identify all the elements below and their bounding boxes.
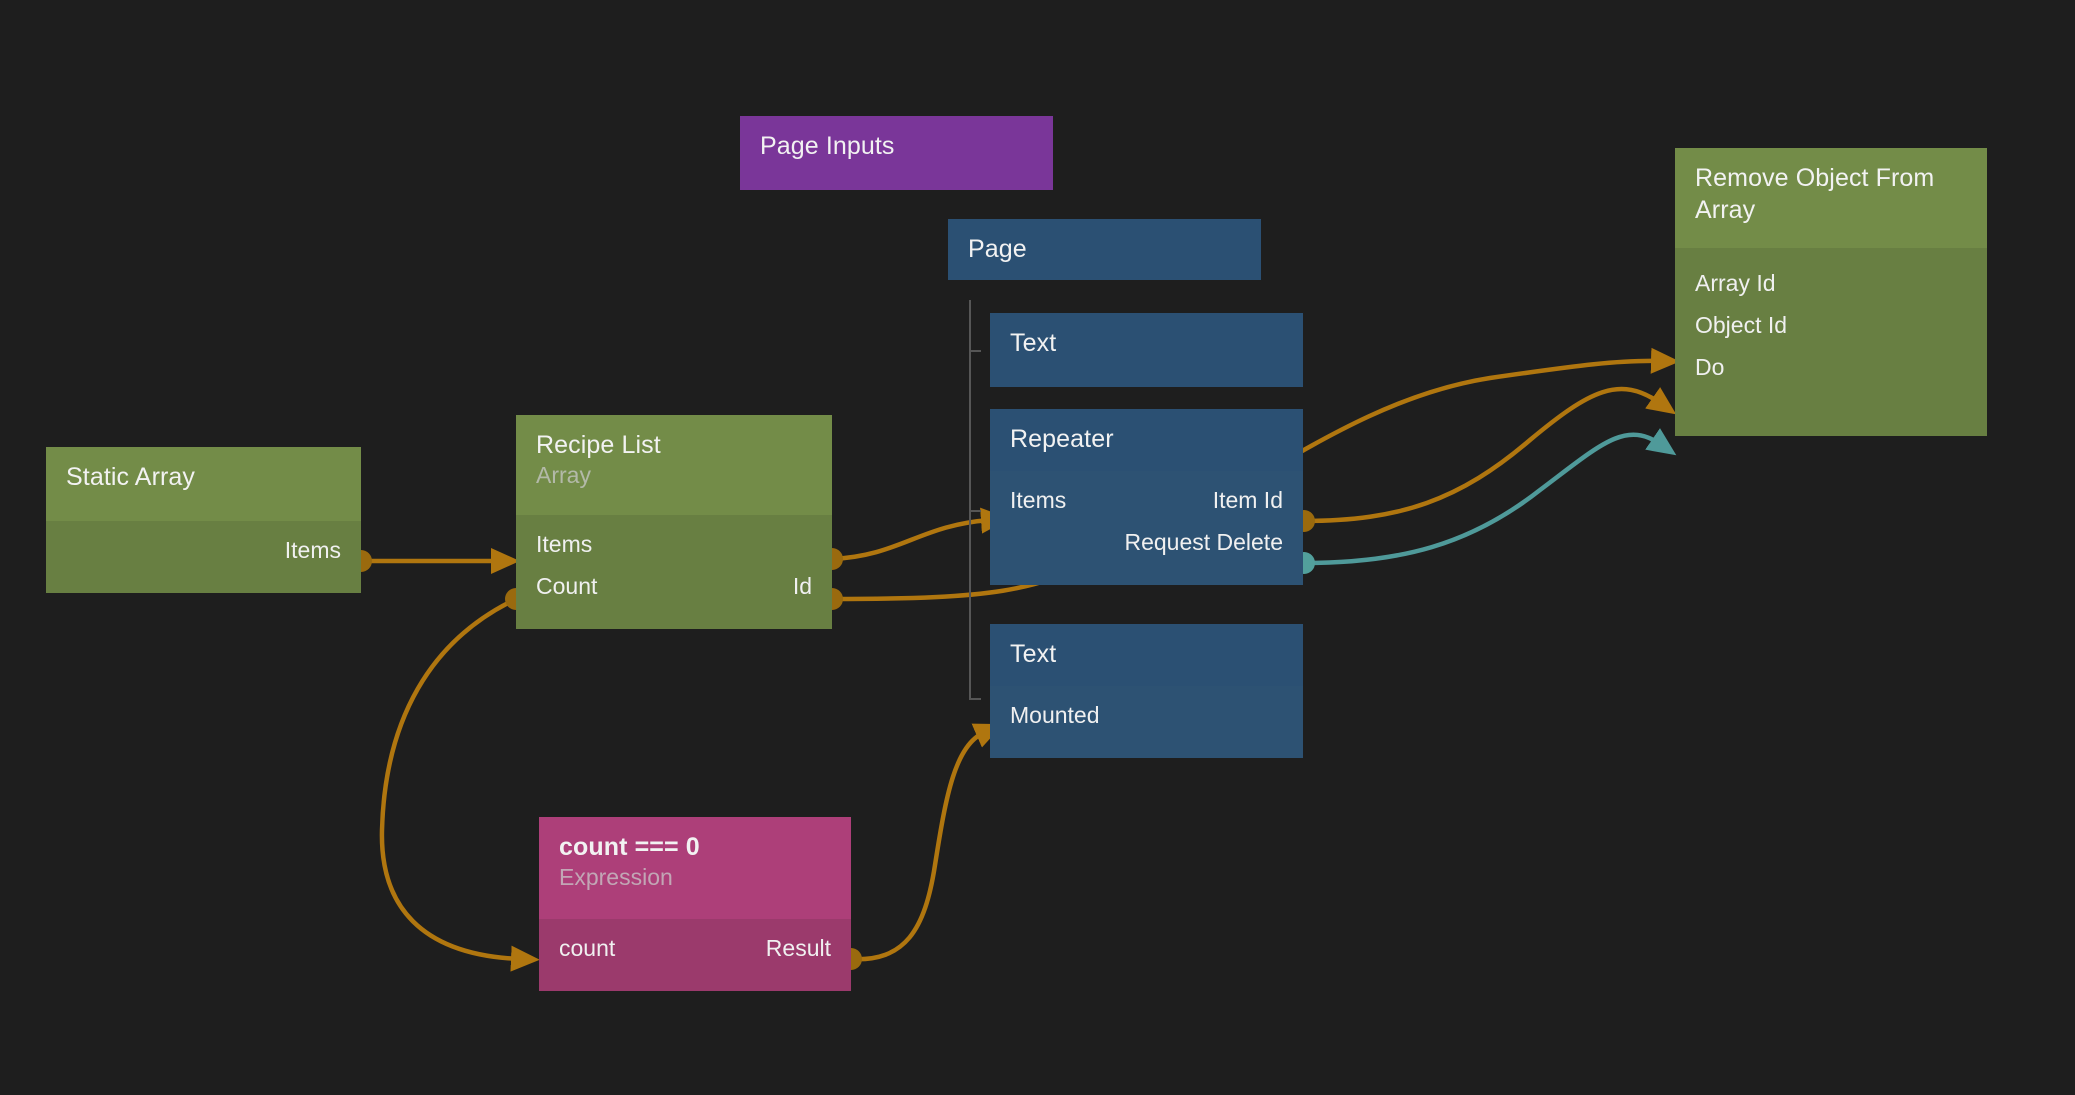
node-page-title: Page [968,235,1027,263]
node-repeater[interactable]: Repeater Items Item Id Request Delete [990,409,1303,585]
node-repeater-header[interactable]: Repeater [990,409,1303,471]
node-text-top-header[interactable]: Text [990,313,1303,387]
port-label-object-id-in: Object Id [1695,311,1788,338]
port-row-recipe-items[interactable]: Items [536,523,812,565]
port-label-recipe-id-out: Id [792,572,812,599]
node-remove-object-title: Remove Object From Array [1695,164,1935,224]
port-row-repeater-request-delete[interactable]: Request Delete [1010,521,1283,563]
port-label-repeater-items-in: Items [1010,486,1067,513]
node-remove-object-header[interactable]: Remove Object From Array [1675,148,1987,248]
port-label-repeater-item-id-out: Item Id [1212,486,1283,513]
port-row-array-id[interactable]: Array Id [1695,262,1967,304]
node-expression[interactable]: count === 0 Expression count Result [539,817,851,991]
node-recipe-list-title: Recipe List [536,431,661,459]
port-label-expression-count-in: count [559,934,616,961]
node-static-array-title: Static Array [66,463,196,491]
wire-expression-result-to-mounted [850,723,1004,962]
port-row-repeater-items[interactable]: Items Item Id [1010,479,1283,521]
port-row-do[interactable]: Do [1695,346,1967,388]
node-page[interactable]: Page [948,219,1261,280]
node-text-bottom-title: Text [1010,640,1057,668]
tree-line-tick-text-top [969,350,981,352]
port-row-static-array-items[interactable]: Items [66,529,341,571]
port-row-expression-count[interactable]: count Result [559,927,831,969]
port-label-expression-result-out: Result [765,934,831,961]
node-page-header[interactable]: Page [948,219,1261,280]
port-label-repeater-request-delete-out: Request Delete [1124,528,1283,555]
port-label-text-mounted-in: Mounted [1010,701,1100,728]
node-recipe-list-body: Items Count Id [516,515,832,629]
node-text-bottom[interactable]: Text Mounted [990,624,1303,758]
port-row-recipe-count[interactable]: Count Id [536,565,812,607]
port-label-recipe-items-in: Items [536,530,593,557]
node-text-bottom-body: Mounted [990,686,1303,758]
node-static-array[interactable]: Static Array Items [46,447,361,593]
node-text-top-title: Text [1010,329,1057,357]
node-page-inputs-header[interactable]: Page Inputs [740,116,1053,190]
node-recipe-list-subtitle: Array [536,462,591,488]
wire-repeater-itemid-to-object-id [1303,386,1677,524]
node-expression-title: count === 0 [559,833,700,861]
port-label-do-in: Do [1695,353,1725,380]
node-repeater-title: Repeater [1010,425,1114,453]
node-repeater-body: Items Item Id Request Delete [990,471,1303,585]
port-label-static-array-items-out: Items [284,536,341,563]
node-static-array-body: Items [46,521,361,593]
node-page-inputs-title: Page Inputs [760,132,895,160]
port-row-text-mounted[interactable]: Mounted [1010,694,1283,736]
port-label-array-id-in: Array Id [1695,269,1776,296]
port-row-object-id[interactable]: Object Id [1695,304,1967,346]
node-text-top[interactable]: Text [990,313,1303,387]
node-page-inputs[interactable]: Page Inputs [740,116,1053,190]
node-expression-body: count Result [539,919,851,991]
wire-recipe-items-to-repeater-items [831,507,1010,562]
node-expression-header[interactable]: count === 0 Expression [539,817,851,919]
wire-recipe-count-to-expression-count [379,596,540,972]
node-static-array-header[interactable]: Static Array [46,447,361,521]
node-recipe-list[interactable]: Recipe List Array Items Count Id [516,415,832,629]
tree-line-tick-text-bottom [969,698,981,700]
node-recipe-list-header[interactable]: Recipe List Array [516,415,832,515]
wire-request-delete-to-do [1303,428,1677,566]
tree-line-tick-repeater [969,510,981,512]
node-text-bottom-header[interactable]: Text [990,624,1303,686]
port-label-recipe-count-in: Count [536,572,598,599]
node-remove-object-from-array[interactable]: Remove Object From Array Array Id Object… [1675,148,1987,436]
node-remove-object-body: Array Id Object Id Do [1675,248,1987,436]
tree-line-vertical [969,300,971,700]
node-expression-subtitle: Expression [559,864,673,890]
